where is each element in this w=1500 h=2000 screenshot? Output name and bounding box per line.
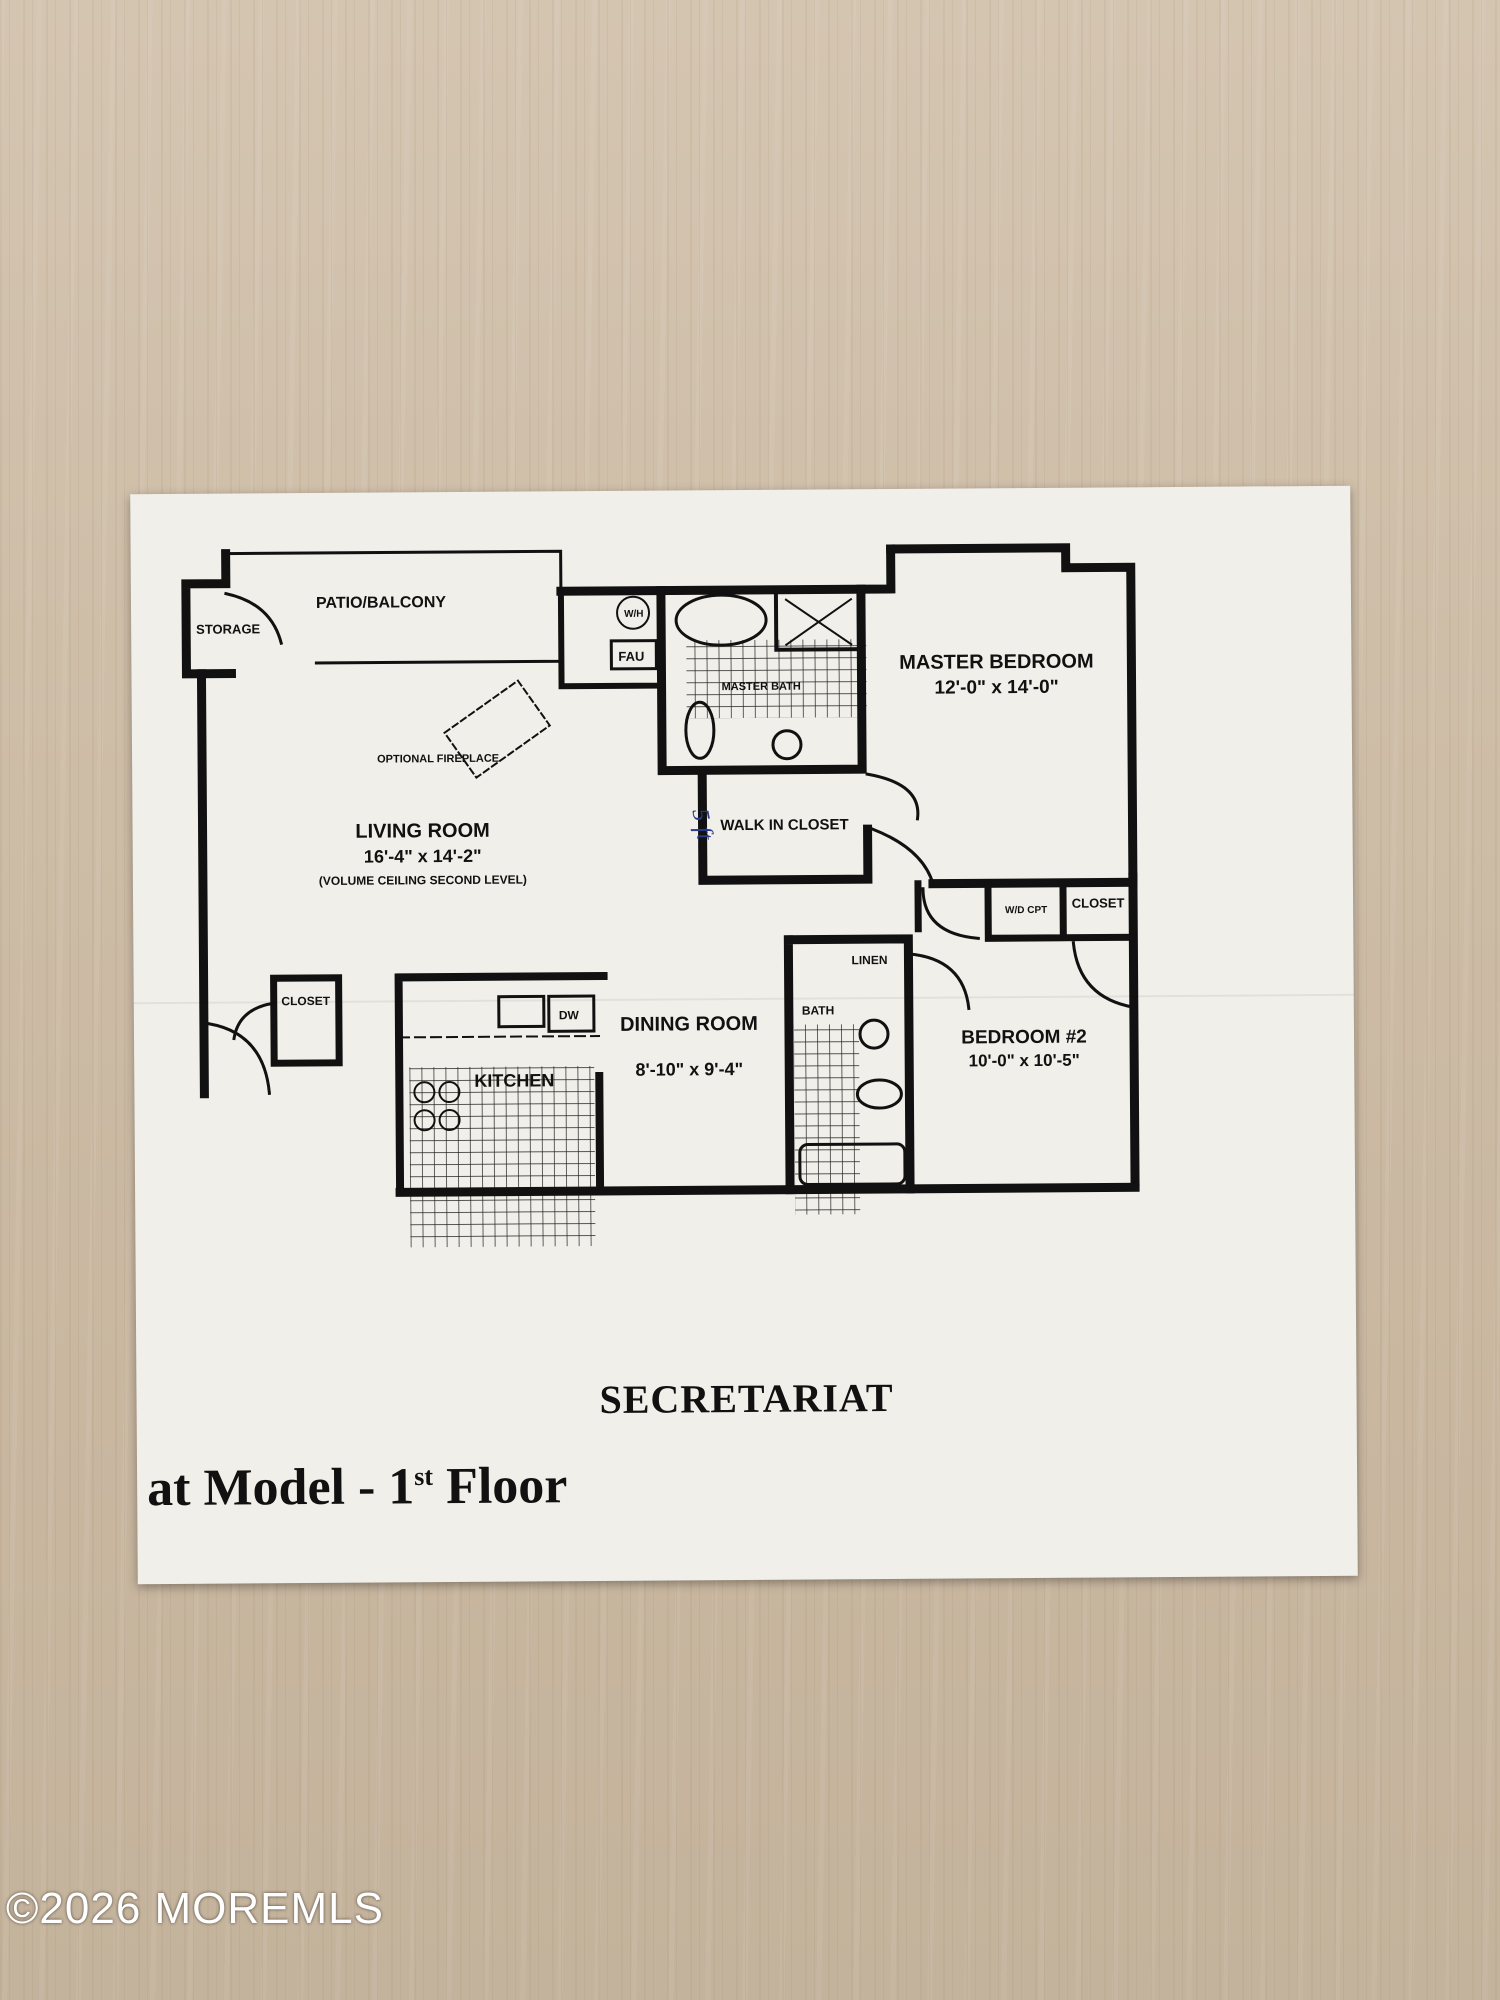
wd-closet-wall bbox=[914, 879, 1137, 942]
sink-master bbox=[771, 729, 803, 761]
subtitle-prefix: at Model - 1 bbox=[146, 1458, 415, 1518]
wd-door bbox=[921, 887, 980, 940]
burner-2 bbox=[438, 1081, 461, 1104]
fireplace-outline bbox=[443, 679, 552, 780]
kitchen-sink bbox=[497, 994, 546, 1029]
label-walk-in-closet: WALK IN CLOSET bbox=[720, 816, 848, 834]
wh-circle bbox=[616, 595, 651, 630]
label-wd: W/D CPT bbox=[1005, 905, 1047, 916]
entry-door bbox=[207, 1021, 272, 1095]
master-door bbox=[870, 827, 935, 886]
master-bath-tile bbox=[686, 639, 867, 719]
label-master-bedroom-size: 12'-0" x 14'-0" bbox=[934, 677, 1058, 699]
sink-bath2 bbox=[858, 1018, 890, 1050]
label-wh: W/H bbox=[624, 609, 644, 620]
label-fireplace: OPTIONAL FIREPLACE bbox=[377, 753, 499, 766]
burner-4 bbox=[438, 1109, 461, 1132]
handwritten-note: 5 ft bbox=[687, 807, 718, 844]
bedroom2-door bbox=[906, 952, 971, 1011]
closet-door-entry bbox=[232, 1001, 276, 1041]
floor-plan-drawing: PATIO/BALCONY STORAGE W/H FAU MASTER BAT… bbox=[181, 543, 1140, 1248]
bath-tile bbox=[793, 1024, 861, 1215]
label-living-room: LIVING ROOM bbox=[355, 820, 490, 843]
label-patio: PATIO/BALCONY bbox=[316, 594, 447, 612]
tub-oval bbox=[674, 593, 768, 647]
label-living-room-note: (VOLUME CEILING SECOND LEVEL) bbox=[319, 873, 527, 888]
burner-3 bbox=[413, 1109, 436, 1132]
shower-x bbox=[784, 597, 853, 647]
left-wall bbox=[196, 669, 209, 1099]
toilet-master bbox=[684, 700, 716, 760]
walk-in-closet-wall bbox=[697, 770, 873, 885]
entry-closet-wall bbox=[270, 974, 343, 1067]
label-dining-room-size: 8'-10" x 9'-4" bbox=[635, 1059, 743, 1080]
label-bedroom2-size: 10'-0" x 10'-5" bbox=[969, 1051, 1080, 1071]
label-kitchen: KITCHEN bbox=[474, 1070, 554, 1091]
dw-box bbox=[547, 994, 596, 1033]
model-name: SECRETARIAT bbox=[599, 1374, 894, 1423]
kitchen-tile bbox=[409, 1066, 596, 1248]
label-bath: BATH bbox=[802, 1003, 835, 1017]
label-closet-bed2: CLOSET bbox=[1072, 895, 1125, 910]
closet-door bbox=[1071, 941, 1136, 1010]
bath2-wall bbox=[783, 934, 915, 1195]
label-dining-room: DINING ROOM bbox=[620, 1013, 758, 1036]
subtitle-sup: st bbox=[414, 1461, 434, 1491]
label-storage: STORAGE bbox=[196, 621, 260, 636]
storage-door bbox=[224, 591, 284, 646]
wic-door bbox=[865, 772, 920, 821]
shower-divider bbox=[773, 587, 864, 652]
label-bedroom2: BEDROOM #2 bbox=[961, 1027, 1087, 1049]
label-master-bedroom: MASTER BEDROOM bbox=[899, 651, 1094, 674]
label-master-bath: MASTER BATH bbox=[722, 681, 801, 694]
watermark: ©2026 MOREMLS bbox=[6, 1884, 384, 1933]
bottom-wall bbox=[395, 1182, 1140, 1197]
burner-1 bbox=[413, 1081, 436, 1104]
master-bed-bottom-wall bbox=[928, 877, 1138, 889]
floor-plan-paper: PATIO/BALCONY STORAGE W/H FAU MASTER BAT… bbox=[130, 485, 1358, 1585]
fau-box bbox=[609, 639, 658, 671]
master-bed-top bbox=[886, 543, 1138, 882]
label-linen: LINEN bbox=[851, 953, 887, 967]
label-fau: FAU bbox=[618, 649, 644, 664]
kitchen-counter bbox=[398, 1035, 601, 1039]
label-dw: DW bbox=[559, 1008, 580, 1022]
kitchen-wall bbox=[394, 971, 608, 1197]
storage-wall bbox=[181, 549, 236, 679]
label-closet-entry: CLOSET bbox=[281, 994, 330, 1008]
toilet-bath2 bbox=[855, 1078, 903, 1110]
right-wall bbox=[1128, 872, 1140, 1187]
top-wall bbox=[556, 544, 896, 596]
model-subtitle: at Model - 1st Floor bbox=[147, 1456, 568, 1518]
bathtub-2 bbox=[798, 1142, 907, 1187]
label-living-room-size: 16'-4" x 14'-2" bbox=[364, 846, 482, 867]
master-bath-wall bbox=[656, 584, 867, 776]
subtitle-suffix: Floor bbox=[432, 1457, 568, 1516]
